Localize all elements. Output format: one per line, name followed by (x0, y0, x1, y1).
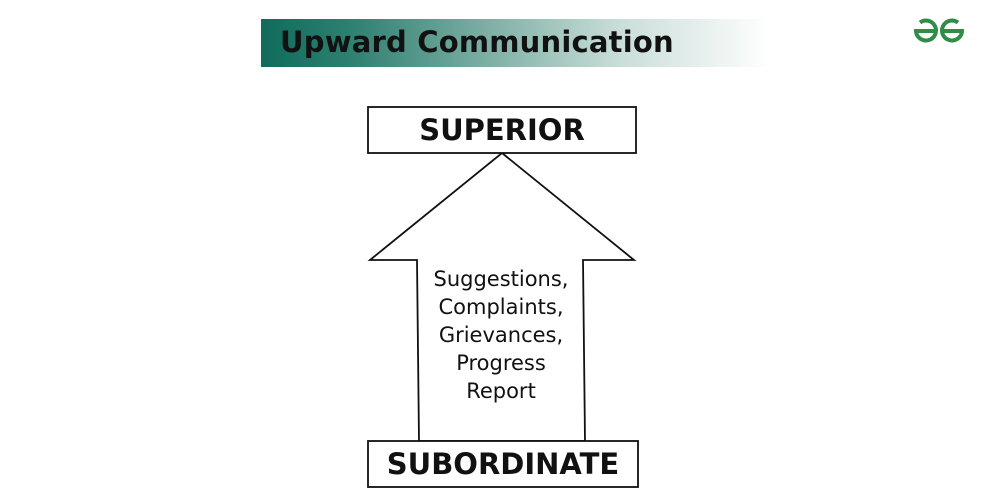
subordinate-label: SUBORDINATE (386, 447, 620, 481)
arrow-text: Suggestions, Complaints, Grievances, Pro… (401, 265, 601, 405)
arrow-line-progress: Progress (456, 351, 546, 375)
superior-box (367, 106, 637, 154)
arrow-line-report: Report (466, 379, 536, 403)
arrow-line-grievances: Grievances, (438, 323, 564, 347)
subordinate-box (367, 440, 639, 488)
superior-label: SUPERIOR (419, 113, 585, 147)
title-banner (261, 19, 771, 67)
geeksforgeeks-logo-icon (913, 18, 965, 43)
page-title: Upward Communication (280, 25, 674, 59)
arrow-line-complaints: Complaints, (438, 295, 564, 319)
arrow-line-suggestions: Suggestions, (433, 267, 569, 291)
